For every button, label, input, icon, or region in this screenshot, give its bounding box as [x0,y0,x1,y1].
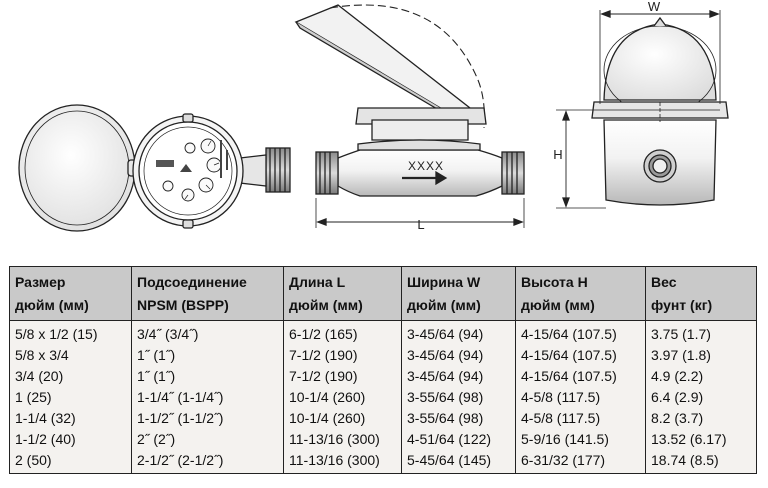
cell-length: 10-1/4 (260) [283,408,402,429]
table-row: 1-1/2 (40) 2˝ (2˝) 11-13/16 (300) 4-51/6… [9,429,757,450]
cell-width: 5-45/64 (145) [401,450,516,474]
cell-length: 10-1/4 (260) [283,387,402,408]
header-size-line1: Размер [15,274,66,290]
cell-width: 3-55/64 (98) [401,387,516,408]
cell-height: 6-31/32 (177) [515,450,646,474]
top-view-drawing [18,104,291,232]
header-width-line2: дюйм (мм) [407,297,481,313]
dimension-width-label: W [648,0,661,14]
header-weight: Вес фунт (кг) [645,266,757,321]
header-width: Ширина W дюйм (мм) [401,266,516,321]
cell-size: 1 (25) [9,387,132,408]
cell-width: 3-45/64 (94) [401,366,516,387]
table-row: 5/8 x 1/2 (15) 3/4˝ (3/4˝) 6-1/2 (165) 3… [9,320,757,345]
cell-connection: 1-1/2˝ (1-1/2˝) [131,408,284,429]
header-width-line1: Ширина W [407,274,481,290]
cell-length: 11-13/16 (300) [283,450,402,474]
cell-weight: 4.9 (2.2) [645,366,757,387]
cell-length: 11-13/16 (300) [283,429,402,450]
side-view-drawing [294,4,525,228]
header-connection-line2: NPSM (BSPP) [137,297,229,313]
cell-height: 4-15/64 (107.5) [515,320,646,345]
cell-weight: 6.4 (2.9) [645,387,757,408]
header-weight-line1: Вес [651,274,677,290]
cell-weight: 3.97 (1.8) [645,345,757,366]
cell-connection: 2-1/2˝ (2-1/2˝) [131,450,284,474]
cell-size: 2 (50) [9,450,132,474]
cell-width: 4-51/64 (122) [401,429,516,450]
cell-height: 4-15/64 (107.5) [515,345,646,366]
header-size: Размер дюйм (мм) [9,266,132,321]
dimension-height-label: H [553,147,562,162]
header-length-line2: дюйм (мм) [289,297,363,313]
cell-width: 3-45/64 (94) [401,320,516,345]
cell-connection: 1˝ (1˝) [131,366,284,387]
meter-marking-text: XXXX [408,159,444,173]
cell-weight: 13.52 (6.17) [645,429,757,450]
cell-length: 6-1/2 (165) [283,320,402,345]
table-row: 1 (25) 1-1/4˝ (1-1/4˝) 10-1/4 (260) 3-55… [9,387,757,408]
header-length-line1: Длина L [289,274,346,290]
table-row: 2 (50) 2-1/2˝ (2-1/2˝) 11-13/16 (300) 5-… [9,450,757,474]
cell-height: 4-5/8 (117.5) [515,408,646,429]
meter-drawings: XXXX L W H [18,0,729,232]
drawings-area: XXXX L W H [18,0,729,232]
cell-length: 7-1/2 (190) [283,366,402,387]
cell-weight: 3.75 (1.7) [645,320,757,345]
cell-size: 5/8 x 3/4 [9,345,132,366]
cell-width: 3-55/64 (98) [401,408,516,429]
cell-connection: 3/4˝ (3/4˝) [131,320,284,345]
cell-connection: 1˝ (1˝) [131,345,284,366]
table-row: 1-1/4 (32) 1-1/2˝ (1-1/2˝) 10-1/4 (260) … [9,408,757,429]
cell-size: 1-1/4 (32) [9,408,132,429]
header-height-line1: Высота H [521,274,588,290]
header-connection-line1: Подсоединение [137,274,247,290]
cell-height: 4-5/8 (117.5) [515,387,646,408]
table-row: 5/8 x 3/4 1˝ (1˝) 7-1/2 (190) 3-45/64 (9… [9,345,757,366]
cell-size: 5/8 x 1/2 (15) [9,320,132,345]
dimension-length-label: L [417,217,424,232]
header-size-line2: дюйм (мм) [15,297,89,313]
cell-weight: 8.2 (3.7) [645,408,757,429]
front-view-drawing [556,10,729,209]
cell-size: 1-1/2 (40) [9,429,132,450]
header-height: Высота H дюйм (мм) [515,266,646,321]
header-height-line2: дюйм (мм) [521,297,595,313]
header-length: Длина L дюйм (мм) [283,266,402,321]
cell-height: 4-15/64 (107.5) [515,366,646,387]
header-weight-line2: фунт (кг) [651,297,713,313]
cell-connection: 1-1/4˝ (1-1/4˝) [131,387,284,408]
cell-size: 3/4 (20) [9,366,132,387]
cell-height: 5-9/16 (141.5) [515,429,646,450]
table-row: 3/4 (20) 1˝ (1˝) 7-1/2 (190) 3-45/64 (94… [9,366,757,387]
lid-open [18,104,136,232]
cell-connection: 2˝ (2˝) [131,429,284,450]
cell-width: 3-45/64 (94) [401,345,516,366]
cell-length: 7-1/2 (190) [283,345,402,366]
cell-weight: 18.74 (8.5) [645,450,757,474]
